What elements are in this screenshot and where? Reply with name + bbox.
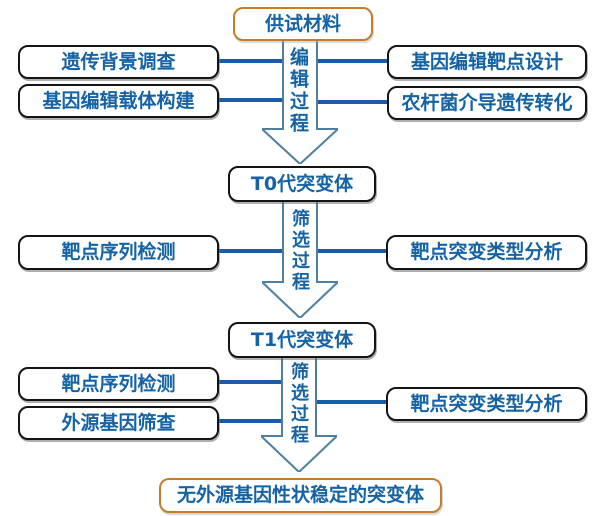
source-material-box: 供试材料 (233, 7, 373, 41)
mutation-type-analysis-box-2: 靶点突变类型分析 (386, 387, 587, 421)
screen-process-label-1: 筛选过程 (289, 209, 310, 293)
vector-construction-box: 基因编辑载体构建 (18, 84, 219, 118)
transformation-label: 农杆菌介导遗传转化 (401, 91, 573, 114)
foreign-gene-screening-label: 外源基因筛查 (61, 411, 176, 434)
down-arrow-icon (262, 200, 338, 318)
foreign-gene-screening-box: 外源基因筛查 (18, 406, 219, 440)
connector-line (316, 249, 386, 253)
target-seq-detection-label-2: 靶点序列检测 (61, 372, 176, 395)
mutation-type-analysis-label-1: 靶点突变类型分析 (410, 241, 563, 263)
down-arrow-icon (261, 356, 337, 472)
genetic-background-box: 遗传背景调查 (18, 45, 219, 79)
vector-construction-label: 基因编辑载体构建 (42, 89, 195, 112)
connector-line (215, 380, 283, 384)
source-material-label: 供试材料 (264, 12, 341, 35)
connector-line (316, 400, 386, 404)
target-design-label: 基因编辑靶点设计 (410, 50, 563, 73)
result-label: 无外源基因性状稳定的突变体 (176, 484, 424, 506)
target-seq-detection-label-1: 靶点序列检测 (61, 241, 176, 263)
connector-line (215, 249, 284, 253)
transformation-box: 农杆菌介导遗传转化 (387, 86, 587, 120)
connector-line (215, 419, 283, 423)
target-seq-detection-box-2: 靶点序列检测 (18, 367, 219, 401)
genetic-background-label: 遗传背景调查 (61, 50, 176, 73)
t1-mutant-box: T1代突变体 (228, 322, 376, 358)
mutation-type-analysis-box-1: 靶点突变类型分析 (386, 235, 587, 270)
target-seq-detection-box-1: 靶点序列检测 (18, 235, 219, 270)
connector-line (316, 59, 387, 63)
t0-mutant-box: T0代突变体 (228, 166, 376, 202)
connector-line (316, 100, 387, 104)
screen-process-label-2: 筛选过程 (288, 362, 309, 446)
t0-mutant-label: T0代突变体 (250, 172, 354, 195)
mutation-type-analysis-label-2: 靶点突变类型分析 (410, 392, 563, 415)
down-arrow-icon (262, 37, 338, 164)
connector-line (215, 98, 284, 102)
edit-process-label: 编辑过程 (287, 47, 309, 135)
t1-mutant-label: T1代突变体 (250, 328, 354, 351)
result-box: 无外源基因性状稳定的突变体 (159, 478, 442, 513)
connector-line (215, 59, 284, 63)
target-design-box: 基因编辑靶点设计 (387, 45, 587, 79)
